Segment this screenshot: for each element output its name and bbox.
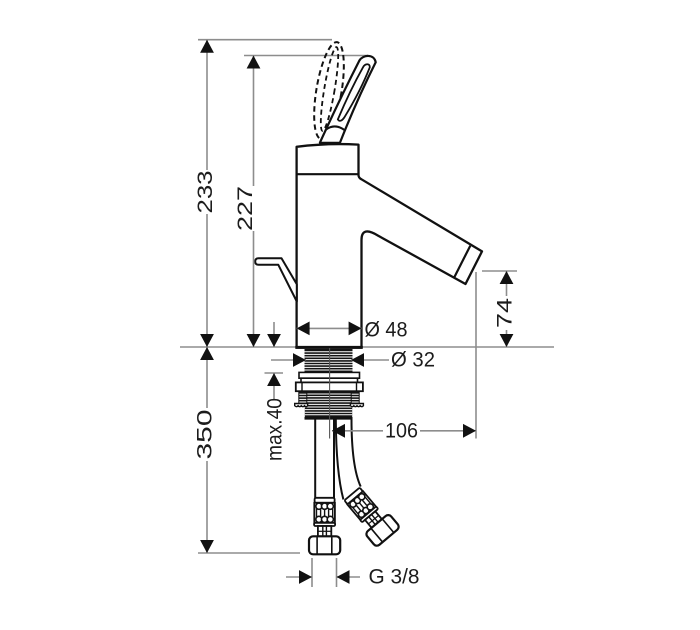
- svg-text:227: 227: [234, 186, 257, 231]
- svg-text:233: 233: [194, 171, 217, 214]
- svg-text:Ø 48: Ø 48: [365, 319, 408, 342]
- svg-text:G 3/8: G 3/8: [369, 566, 420, 589]
- svg-text:74: 74: [494, 298, 517, 328]
- svg-text:max.40: max.40: [263, 398, 286, 461]
- svg-text:Ø 32: Ø 32: [391, 349, 435, 372]
- svg-text:106: 106: [385, 419, 418, 442]
- svg-text:350: 350: [194, 410, 217, 460]
